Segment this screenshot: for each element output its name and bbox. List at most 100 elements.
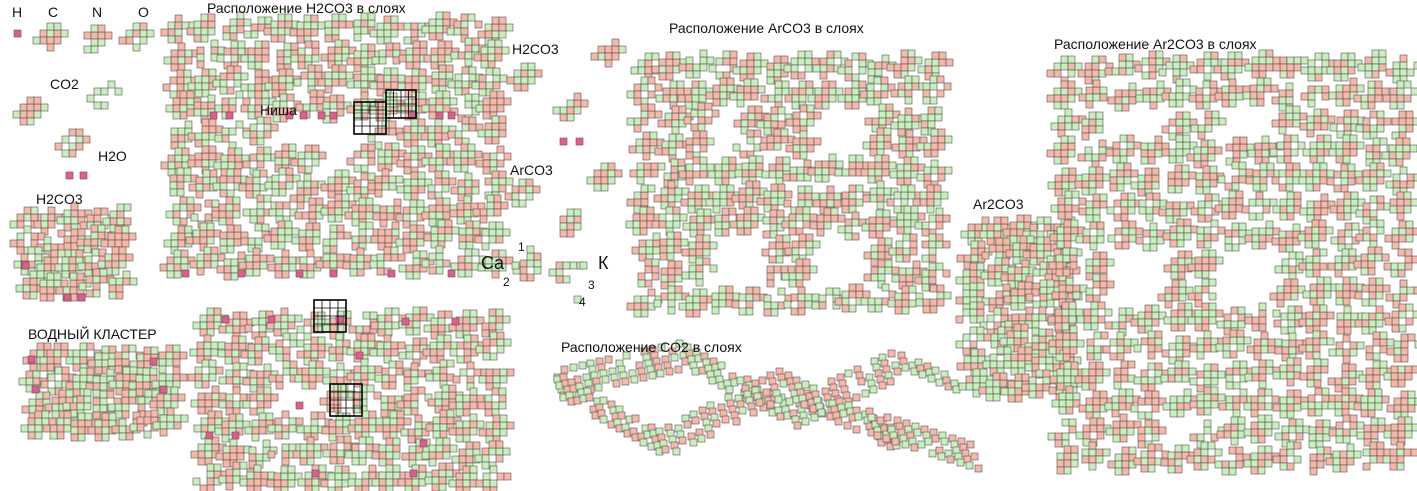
- atom-cell: [252, 247, 261, 256]
- atom-cell: [322, 376, 331, 385]
- atom-cell: [649, 138, 658, 147]
- atom-cell: [395, 175, 404, 184]
- atom-cell: [121, 403, 130, 412]
- atom-cell: [987, 271, 996, 280]
- atom-cell: [491, 270, 500, 279]
- atom-cell: [261, 47, 270, 56]
- atom-cell: [391, 149, 400, 158]
- atom-cell: [303, 350, 312, 359]
- atom-cell: [1043, 243, 1052, 252]
- atom-cell: [626, 90, 635, 99]
- atom-cell: [1016, 221, 1025, 230]
- atom-cell: [214, 104, 223, 113]
- atom-cell: [270, 241, 279, 250]
- atom-cell: [987, 264, 996, 273]
- atom-cell: [1045, 328, 1054, 337]
- atom-cell: [454, 80, 463, 89]
- atom-cell: [1189, 65, 1198, 74]
- atom-cell: [695, 278, 704, 287]
- atom-cell: [25, 377, 34, 386]
- atom-cell: [172, 203, 181, 212]
- atom-cell: [267, 450, 276, 459]
- atom-cell: [431, 469, 440, 478]
- atom-cell: [360, 340, 369, 349]
- atom-cell: [930, 149, 939, 158]
- atom-cell: [811, 293, 820, 302]
- atom-cell: [412, 327, 421, 336]
- atom-cell: [410, 29, 419, 38]
- atom-cell: [354, 424, 363, 433]
- atom-cell: [485, 382, 494, 391]
- atom-cell: [708, 376, 717, 385]
- atom-cell: [525, 185, 534, 194]
- atom-cell: [132, 411, 141, 420]
- atom-cell: [897, 82, 906, 91]
- atom-cell: [42, 424, 51, 433]
- atom-cell: [99, 382, 108, 391]
- atom-cell: [437, 233, 446, 242]
- atom-cell: [970, 348, 979, 357]
- atom-cell: [275, 339, 284, 348]
- atom-cell: [878, 103, 887, 112]
- atom-cell: [861, 389, 870, 398]
- atom-cell: [53, 279, 62, 288]
- atom-cell: [135, 388, 144, 397]
- atom-cell: [232, 369, 241, 378]
- atom-cell: [491, 122, 500, 131]
- atom-cell: [277, 27, 286, 36]
- atom-cell: [177, 239, 186, 248]
- atom-cell: [410, 178, 419, 187]
- atom-cell: [128, 389, 137, 398]
- atom-cell: [172, 358, 181, 367]
- atom-cell: [264, 181, 273, 190]
- atom-cell: [99, 275, 108, 284]
- atom-cell: [828, 160, 837, 169]
- atom-cell: [30, 206, 39, 215]
- atom-cell: [277, 241, 286, 250]
- atom-cell: [1148, 50, 1157, 59]
- atom-cell: [256, 160, 265, 169]
- atom-cell: [709, 264, 718, 273]
- atom-cell: [768, 170, 777, 179]
- atom-cell: [233, 238, 242, 247]
- atom-cell: [1279, 70, 1288, 79]
- atom-cell: [494, 53, 503, 62]
- atom-cell: [90, 31, 99, 40]
- atom-cell: [297, 61, 306, 70]
- atom-cell: [489, 104, 498, 113]
- atom-cell: [714, 163, 723, 172]
- atom-cell: [324, 34, 333, 43]
- atom-cell: [100, 87, 109, 96]
- atom-cell: [200, 424, 209, 433]
- atom-cell: [969, 308, 978, 317]
- atom-cell: [111, 267, 120, 276]
- atom-cell: [417, 171, 426, 180]
- atom-cell: [927, 113, 936, 122]
- atom-cell: [1017, 360, 1026, 369]
- atom-cell: [308, 381, 317, 390]
- atom-cell: [891, 437, 900, 446]
- atom-cell: [174, 21, 183, 30]
- atom-cell: [480, 46, 489, 55]
- atom-cell: [365, 221, 374, 230]
- atom-cell: [384, 314, 393, 323]
- atom-cell: [745, 180, 754, 189]
- atom-cell: [685, 144, 694, 153]
- atom-cell: [929, 82, 938, 91]
- atom-cell: [296, 425, 305, 434]
- atom-cell: [208, 152, 217, 161]
- atom-cell: [360, 26, 369, 35]
- atom-cell: [222, 452, 231, 461]
- atom-cell: [1195, 94, 1204, 103]
- atom-cell: [487, 60, 496, 69]
- atom-cell: [962, 347, 971, 356]
- atom-cell: [719, 98, 728, 107]
- atom-cell: [806, 144, 815, 153]
- atom-cell: [927, 106, 936, 115]
- atom-cell: [458, 455, 467, 464]
- atom-cell: [226, 189, 235, 198]
- atom-cell: [911, 121, 920, 130]
- atom-cell: [851, 218, 860, 227]
- atom-cell: [666, 245, 675, 254]
- atom-cell: [144, 389, 153, 398]
